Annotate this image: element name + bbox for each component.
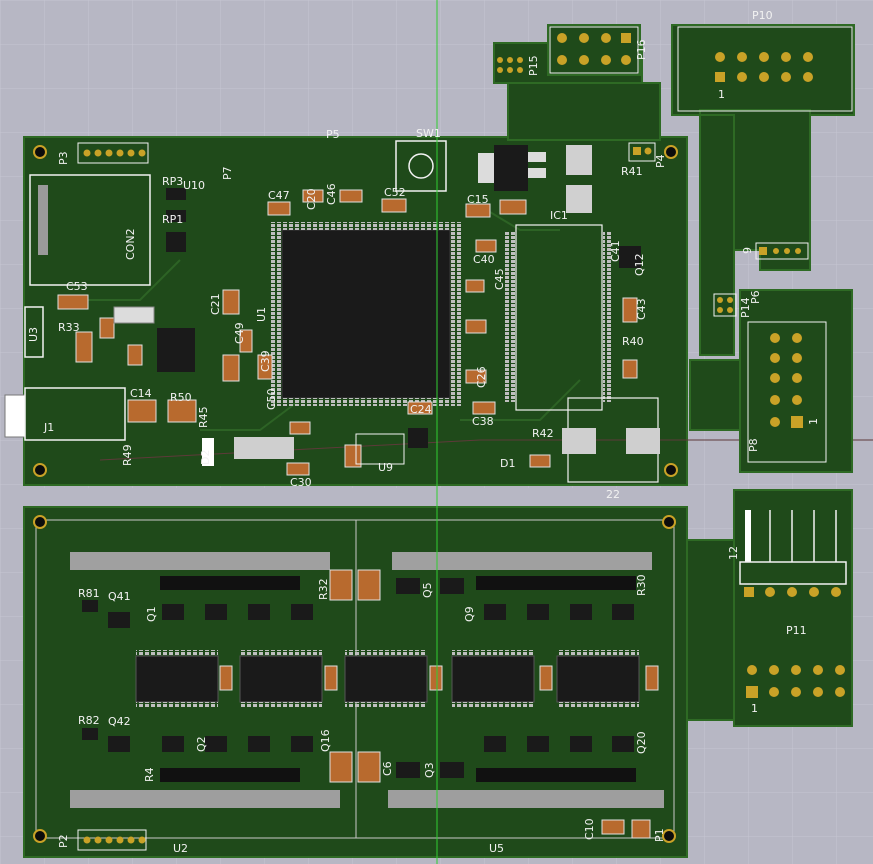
label-c10: C10 [583, 818, 596, 840]
label-22: 22 [606, 488, 620, 501]
label-u5: U5 [489, 842, 505, 855]
label-p7: P7 [221, 166, 234, 180]
label-q1: Q1 [145, 606, 158, 622]
label-num-1a: 1 [718, 88, 725, 101]
label-u1: U1 [255, 306, 268, 322]
label-r42: R42 [532, 427, 554, 440]
label-u2: U2 [173, 842, 189, 855]
label-q20: Q20 [635, 731, 648, 754]
label-c24: C24 [410, 403, 432, 416]
label-num-1c: 1 [751, 702, 758, 715]
label-c43: C43 [635, 298, 648, 320]
label-q41: Q41 [108, 590, 131, 603]
label-c46: C46 [325, 183, 338, 205]
label-d2: D2 [199, 449, 212, 465]
label-q9: Q9 [463, 606, 476, 622]
label-c39: C39 [259, 350, 272, 372]
label-q42: Q42 [108, 715, 131, 728]
label-q3: Q3 [423, 762, 436, 778]
label-q16: Q16 [319, 729, 332, 752]
label-p16: P16 [635, 39, 648, 60]
label-r33: R33 [58, 321, 80, 334]
label-c47: C47 [268, 189, 290, 202]
label-ic1: IC1 [550, 209, 568, 222]
label-r45: R45 [197, 406, 210, 428]
label-c21: C21 [209, 293, 222, 315]
label-num-1b: 1 [807, 418, 820, 425]
label-p4: P4 [654, 154, 667, 168]
label-r50: R50 [170, 391, 192, 404]
label-p8: P8 [747, 438, 760, 452]
label-p1: P1 [653, 828, 666, 842]
label-c20: C20 [305, 188, 318, 210]
label-r30: R30 [635, 574, 648, 596]
label-rp1: RP1 [162, 213, 184, 226]
label-d1: D1 [500, 457, 516, 470]
label-u3: U3 [27, 326, 40, 342]
label-u9: U9 [378, 461, 394, 474]
label-p11: P11 [786, 624, 807, 637]
label-q2: Q2 [195, 736, 208, 752]
label-num-12: 12 [727, 546, 740, 560]
label-c38: C38 [472, 415, 494, 428]
label-q12: Q12 [633, 253, 646, 276]
label-c40: C40 [473, 253, 495, 266]
label-c30: C30 [290, 476, 312, 489]
label-c26: C26 [475, 366, 488, 388]
label-p15: P15 [527, 55, 540, 76]
label-c6: C6 [381, 761, 394, 776]
label-p9: 9 [741, 247, 754, 254]
label-r40: R40 [622, 335, 644, 348]
label-p3: P3 [57, 151, 70, 165]
label-c53: C53 [66, 280, 88, 293]
right-connectors [497, 26, 853, 698]
label-p10: P10 [752, 9, 773, 22]
label-c50: C50 [265, 388, 278, 410]
label-r49: R49 [121, 444, 134, 466]
label-r4: R4 [143, 767, 156, 782]
label-r82: R82 [78, 714, 100, 727]
label-c14: C14 [130, 387, 152, 400]
board-right [493, 24, 855, 727]
label-p6: P6 [749, 290, 762, 304]
label-c49: C49 [233, 322, 246, 344]
label-c41: C41 [609, 240, 622, 262]
label-sw1: SW1 [416, 127, 441, 140]
label-j1: J1 [44, 421, 55, 434]
label-r41: R41 [621, 165, 643, 178]
label-q5: Q5 [421, 582, 434, 598]
board-bottom [23, 506, 688, 858]
label-u10: U10 [183, 179, 206, 192]
label-r81: R81 [78, 587, 100, 600]
label-rp3: RP3 [162, 175, 184, 188]
label-c52: C52 [384, 186, 406, 199]
label-con2: CON2 [124, 228, 137, 260]
label-c45: C45 [493, 268, 506, 290]
label-r32: R32 [317, 578, 330, 600]
label-p2: P2 [57, 834, 70, 848]
label-c15: C15 [467, 193, 489, 206]
label-p5: P5 [326, 128, 340, 141]
